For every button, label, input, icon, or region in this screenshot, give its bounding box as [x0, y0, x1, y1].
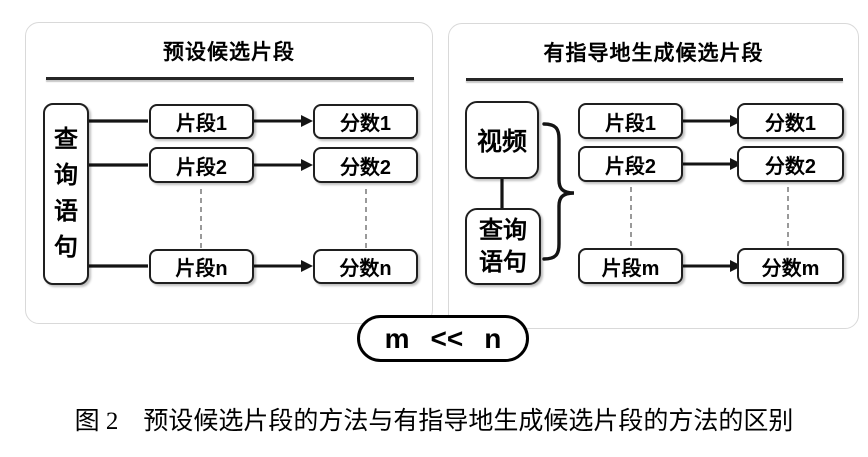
arrow-right-icon — [301, 115, 313, 127]
query-line-1: 查询 — [479, 217, 527, 245]
comparison-pill: m << n — [357, 315, 529, 362]
panel-preset-candidates: 预设候选片段 查询语句 片段1 片段2 片段n 分数1 分数2 分数n — [25, 22, 433, 324]
arrow-right-icon — [301, 260, 313, 272]
curly-brace-icon — [542, 122, 575, 261]
query-sentence-label: 查询语句 — [54, 126, 78, 261]
segment-2-box: 片段2 — [149, 147, 254, 183]
pill-much-less-than: << — [430, 322, 464, 354]
panel-title-preset: 预设候选片段 — [163, 41, 295, 64]
segment-1-box: 片段1 — [578, 103, 683, 139]
arrow-right-icon — [301, 159, 313, 171]
title-underline — [46, 77, 414, 80]
segment-2-box: 片段2 — [578, 146, 683, 182]
query-sentence-box: 查询 语句 — [465, 208, 541, 285]
score-2-box: 分数2 — [737, 146, 844, 182]
segment-n-box: 片段n — [149, 249, 254, 284]
query-line-2: 语句 — [479, 248, 527, 276]
score-2-box: 分数2 — [313, 147, 418, 183]
segment-1-box: 片段1 — [149, 104, 254, 139]
pill-n: n — [484, 322, 502, 354]
score-m-box: 分数m — [737, 248, 844, 284]
query-sentence-box: 查询语句 — [43, 103, 89, 285]
video-box: 视频 — [465, 101, 539, 179]
score-1-box: 分数1 — [313, 104, 418, 139]
score-1-box: 分数1 — [737, 103, 844, 139]
title-underline — [466, 78, 843, 81]
segment-m-box: 片段m — [578, 248, 683, 284]
score-n-box: 分数n — [313, 249, 418, 284]
figure-caption: 图 2 预设候选片段的方法与有指导地生成候选片段的方法的区别 — [74, 408, 794, 435]
panel-guided-candidates: 有指导地生成候选片段 视频 查询 语句 片段1 — [448, 23, 859, 329]
pill-m: m — [384, 322, 410, 354]
panel-title-guided: 有指导地生成候选片段 — [543, 42, 764, 65]
